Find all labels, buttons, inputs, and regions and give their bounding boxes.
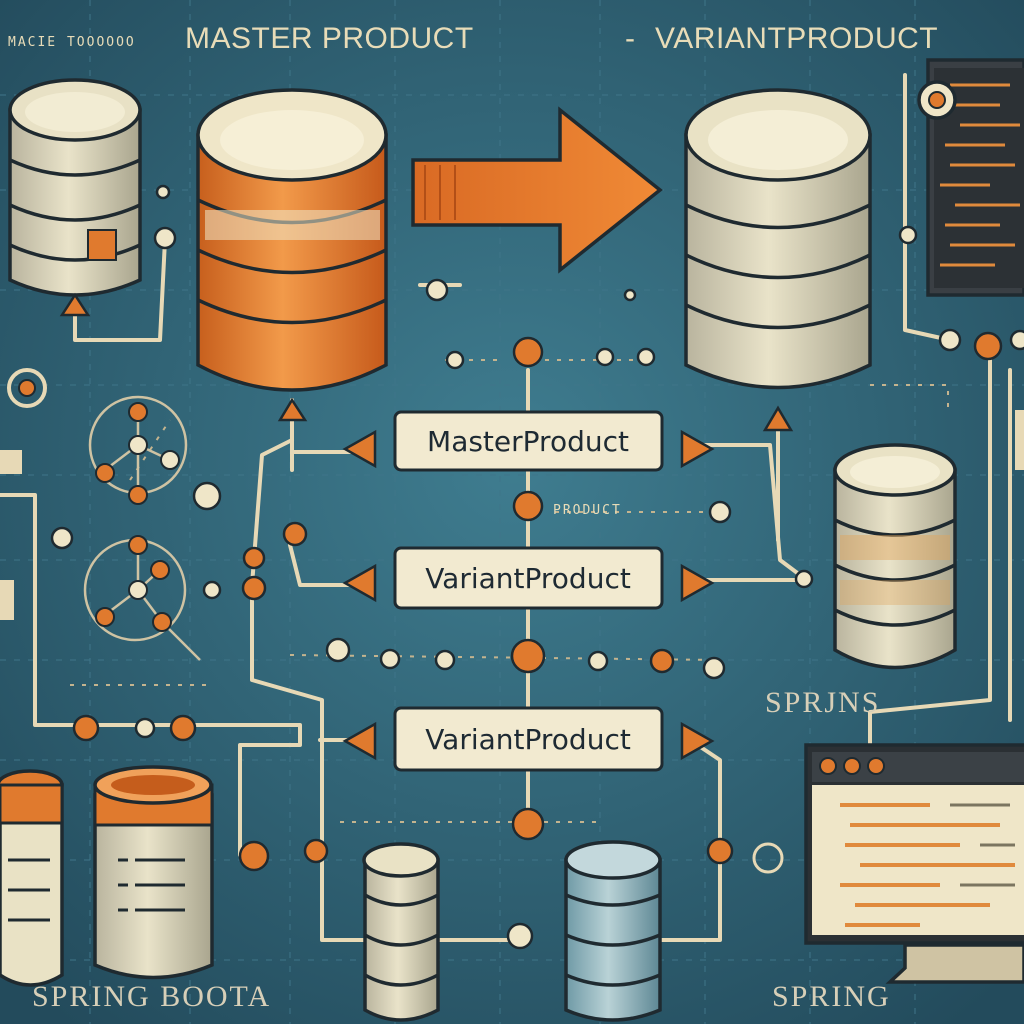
master-database-icon xyxy=(198,90,386,390)
variantproduct-label-2: VariantProduct xyxy=(425,723,631,756)
title-dash: - xyxy=(625,22,636,55)
left-database-icon xyxy=(10,80,140,295)
bottom-database-icon-2 xyxy=(566,842,660,1020)
masterproduct-label: MasterProduct xyxy=(427,425,629,458)
document-jar-icon xyxy=(95,767,212,978)
variantproduct-box-2: VariantProduct xyxy=(395,708,662,770)
footer-right-text: SPRING xyxy=(772,980,891,1013)
masterproduct-box: MasterProduct xyxy=(395,412,662,470)
master-product-title: MASTER PRODUCT xyxy=(185,22,474,55)
mid-right-text: SPRJNS xyxy=(765,686,880,719)
orange-jar-icon xyxy=(0,771,62,985)
variantproduct-label-1: VariantProduct xyxy=(425,562,631,595)
bottom-database-icon-1 xyxy=(364,844,438,1020)
corner-text: MACIE TOOOOOO xyxy=(8,35,136,50)
right-database-icon xyxy=(835,445,955,668)
target-icon-center xyxy=(19,380,35,396)
gear-center xyxy=(929,92,945,108)
product-small-label: PRODUCT xyxy=(553,503,622,518)
variantproduct-box-1: VariantProduct xyxy=(395,548,662,608)
variant-database-icon xyxy=(686,90,870,388)
footer-left-text: SPRING BOOTA xyxy=(32,980,271,1013)
variant-product-title: VARIANTPRODUCT xyxy=(655,22,938,55)
